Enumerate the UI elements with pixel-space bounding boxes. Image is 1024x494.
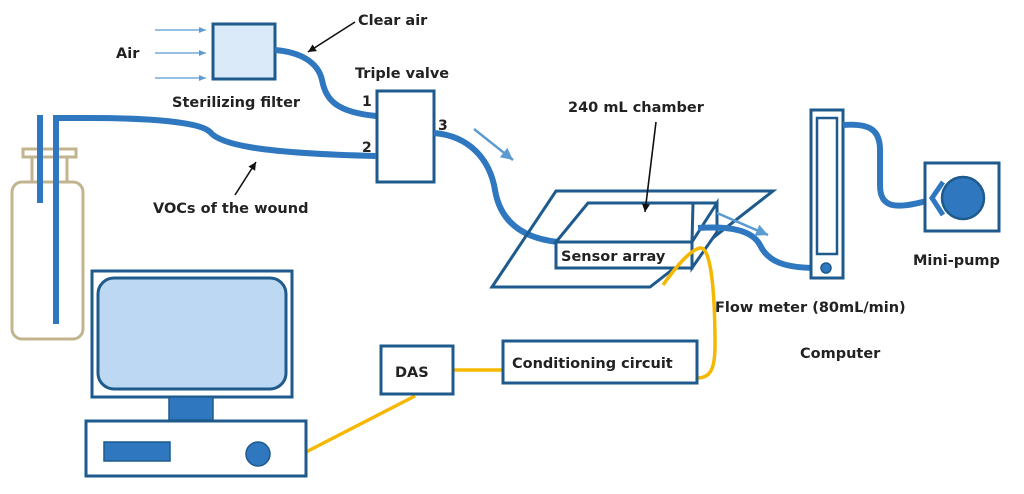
outflow-direction-arrow [716, 211, 769, 237]
sterilizing-filter [211, 22, 277, 81]
chamber-pointer [642, 121, 657, 213]
air-label: Air [116, 46, 140, 62]
monitor-stand [168, 396, 214, 421]
computer-label: Computer [800, 346, 881, 362]
sensor-array-box [554, 240, 694, 270]
valve-port-2: 2 [362, 140, 372, 156]
computer [84, 269, 308, 478]
chamber-label: 240 mL chamber [568, 100, 705, 116]
clear-air-tube [274, 47, 377, 119]
valve-port-3: 3 [438, 118, 448, 134]
valve-port-1: 1 [362, 94, 372, 110]
chamber-inlet-tube [433, 130, 559, 245]
voc-tube [53, 115, 377, 324]
flow-meter-label: Flow meter (80mL/min) [715, 300, 906, 316]
sensor-array-label: Sensor array [561, 249, 666, 265]
chamber-top [552, 201, 695, 244]
sterilizing-filter-label: Sterilizing filter [172, 95, 301, 111]
clear-air-pointer [307, 21, 356, 53]
wound-vial [10, 147, 85, 341]
triple-valve [375, 89, 436, 184]
computer-das-wire [305, 394, 416, 454]
conditioning-circuit [501, 339, 699, 385]
flow-meter-float [820, 262, 832, 274]
pump-head-clamp [928, 180, 946, 217]
conditioning-circuit-label: Conditioning circuit [512, 356, 673, 372]
power-button [245, 441, 271, 467]
chamber-side [690, 197, 719, 273]
sensor-signal-wire [661, 246, 717, 380]
vocs-label: VOCs of the wound [153, 201, 308, 217]
flow-direction-arrow [473, 128, 514, 161]
vial-body [10, 180, 85, 341]
vocs-pointer [234, 161, 257, 196]
mini-pump-label: Mini-pump [913, 253, 1000, 269]
flow-meter-tube [697, 224, 819, 271]
das-label: DAS [395, 365, 429, 381]
disk-drive [103, 441, 171, 462]
sensor-chamber [552, 197, 719, 273]
air-inlet-arrows [155, 27, 206, 81]
pump-tube [842, 121, 931, 209]
flow-meter-tube-glass [815, 116, 839, 256]
monitor-screen [96, 276, 288, 391]
pump-rotor [940, 175, 986, 221]
clear-air-label: Clear air [358, 13, 428, 29]
das-box [379, 344, 455, 396]
chamber-base [489, 189, 778, 289]
triple-valve-label: Triple valve [355, 66, 449, 82]
